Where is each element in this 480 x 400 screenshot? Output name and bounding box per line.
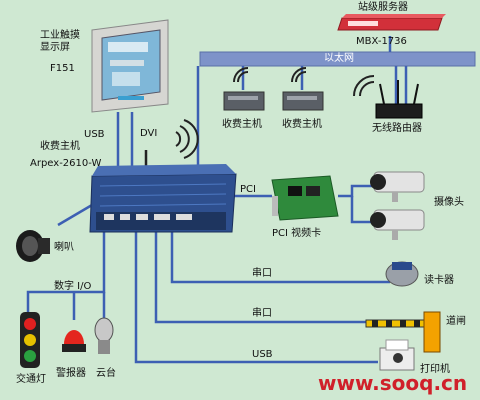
ptz-label: 云台 xyxy=(96,368,116,379)
touchscreen-device xyxy=(91,19,169,113)
gate-device xyxy=(365,311,441,353)
alarm-label: 警报器 xyxy=(56,368,86,379)
dvi-wireless-icon xyxy=(175,119,199,159)
printer-label: 打印机 xyxy=(420,364,450,375)
ethernet-bar xyxy=(199,51,476,67)
host-wireless-icons xyxy=(233,67,375,97)
host-b-device xyxy=(282,91,324,111)
alarm-device xyxy=(62,330,86,352)
traffic-light-device xyxy=(20,312,40,368)
traffic-light-label: 交通灯 xyxy=(16,374,46,385)
card-reader-device xyxy=(385,261,419,287)
main-host-label: 收费主机 xyxy=(40,141,80,152)
serial-1-label: 串口 xyxy=(252,268,272,279)
pci-card-label: PCI 视频卡 xyxy=(272,228,322,239)
serial-2-label: 串口 xyxy=(252,308,272,319)
router-label: 无线路由器 xyxy=(372,123,422,134)
touchscreen-label-line1: 工业触摸 显示屏 xyxy=(40,30,80,53)
pci-card-device xyxy=(271,175,339,221)
gate-label: 道闸 xyxy=(446,316,466,327)
touchscreen-label: 工业触摸 显示屏 xyxy=(40,30,80,54)
ethernet-label: 以太网 xyxy=(324,53,354,64)
usb-bottom-label: USB xyxy=(252,349,273,360)
pci-label: PCI xyxy=(240,184,256,195)
camera-top-device xyxy=(370,171,425,202)
host-b-label: 收费主机 xyxy=(282,119,322,130)
usb-top-label: USB xyxy=(84,129,105,140)
speaker-label: 喇叭 xyxy=(54,242,74,253)
digital-io-label: 数字 I/O xyxy=(54,281,92,292)
station-server-device xyxy=(337,14,446,31)
watermark-text: www.sooq.cn xyxy=(318,371,468,395)
host-a-device xyxy=(223,91,265,111)
card-reader-label: 读卡器 xyxy=(424,275,454,286)
touchscreen-model-label: F151 xyxy=(50,63,75,74)
dvi-label: DVI xyxy=(140,128,158,139)
router-device xyxy=(375,80,423,119)
camera-bottom-device xyxy=(370,209,425,240)
camera-label: 摄像头 xyxy=(434,197,464,208)
printer-device xyxy=(379,339,415,371)
speaker-device xyxy=(16,230,50,262)
main-host-device xyxy=(89,164,237,233)
main-host-model-label: Arpex-2610-W xyxy=(30,158,102,169)
ptz-device xyxy=(94,317,114,354)
station-server-label: 站级服务器 xyxy=(358,2,408,13)
connection-lines xyxy=(26,36,408,364)
station-server-model-label: MBX-1736 xyxy=(356,36,407,47)
host-a-label: 收费主机 xyxy=(222,119,262,130)
